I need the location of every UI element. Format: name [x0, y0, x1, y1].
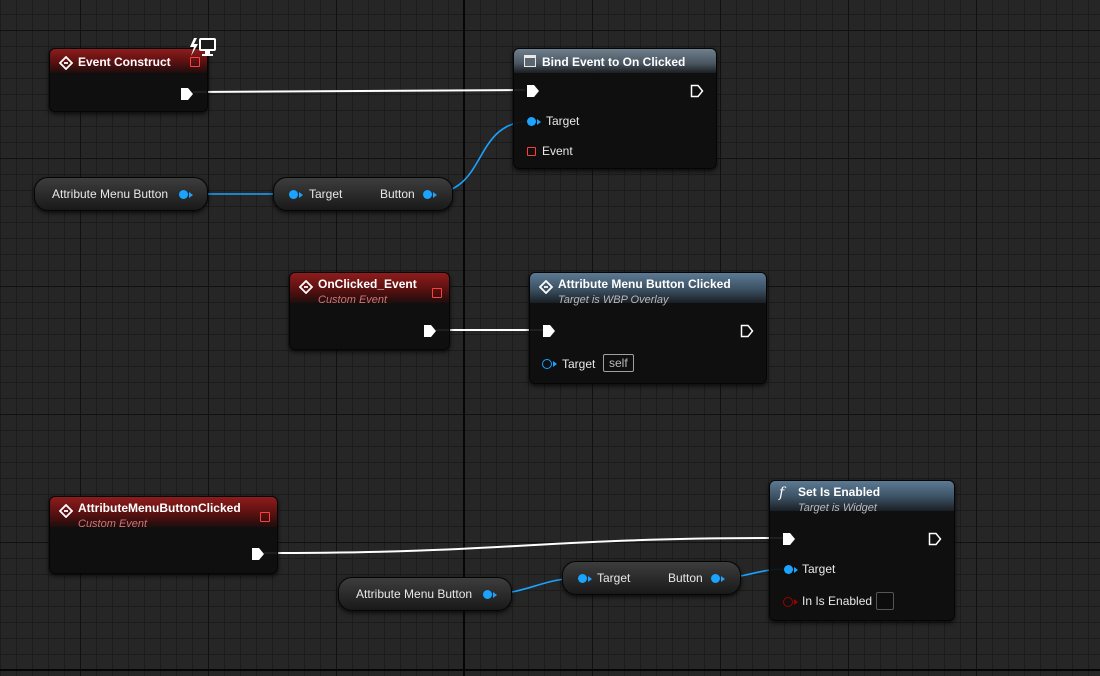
attribute-menu-button-variable-node[interactable]: Attribute Menu Button: [338, 577, 512, 611]
target-pin-label: Target: [309, 187, 343, 201]
button-out-pin[interactable]: [423, 190, 432, 199]
exec-out-pin[interactable]: [740, 324, 754, 338]
event-diamond-icon: [539, 280, 553, 294]
lightning-monitor-icon: [190, 38, 216, 56]
delegate-pin[interactable]: [260, 512, 270, 522]
object-out-pin[interactable]: [483, 590, 492, 599]
in-is-enabled-pin[interactable]: [783, 597, 793, 607]
exec-wire-construct-bind: [192, 89, 526, 93]
node-subtitle: Target is Widget: [798, 502, 877, 514]
target-pin[interactable]: [784, 565, 793, 574]
set-is-enabled-node[interactable]: f Set Is Enabled Target is Widget Target…: [769, 480, 955, 621]
pin-arrow: [553, 361, 557, 367]
exec-wire-event-setenabled: [263, 537, 786, 554]
pin-arrow: [433, 192, 437, 198]
pin-arrow: [537, 119, 541, 125]
event-diamond-icon: [59, 56, 73, 70]
pin-arrow: [588, 576, 592, 582]
pin-arrow: [493, 592, 497, 598]
event-pin-label: Event: [542, 144, 573, 158]
attribute-menu-button-variable-node[interactable]: Attribute Menu Button: [34, 177, 208, 211]
get-button-node[interactable]: Target Button: [273, 177, 453, 211]
target-pin[interactable]: [542, 359, 552, 369]
button-pin-label: Button: [380, 187, 415, 201]
exec-in-pin[interactable]: [542, 324, 556, 338]
exec-in-pin[interactable]: [526, 84, 540, 98]
pin-arrow: [299, 192, 303, 198]
bind-event-node[interactable]: Bind Event to On Clicked Target Event: [513, 48, 717, 169]
button-out-pin[interactable]: [711, 574, 720, 583]
target-pin-label: Target: [597, 571, 631, 585]
widget-window-icon: [524, 55, 536, 67]
target-pin-label: Target: [546, 114, 580, 128]
attribute-menu-button-clicked-event-node[interactable]: AttributeMenuButtonClicked Custom Event: [49, 496, 278, 574]
delegate-pin[interactable]: [190, 57, 200, 67]
node-subtitle: Target is WBP Overlay: [558, 294, 669, 306]
node-subtitle: Custom Event: [78, 518, 148, 530]
in-is-enabled-checkbox[interactable]: [876, 592, 894, 610]
target-default-value[interactable]: self: [603, 354, 634, 372]
exec-out-pin[interactable]: [180, 87, 194, 101]
exec-out-pin[interactable]: [251, 547, 265, 561]
delegate-pin[interactable]: [432, 288, 442, 298]
node-title: AttributeMenuButtonClicked: [78, 501, 241, 515]
pin-arrow: [794, 599, 798, 605]
node-title: Set Is Enabled: [798, 485, 881, 499]
pin-arrow: [794, 567, 798, 573]
graph-origin-horizontal-line: [0, 669, 1100, 671]
event-construct-node[interactable]: Event Construct: [49, 48, 208, 112]
exec-in-pin[interactable]: [782, 532, 796, 546]
target-in-pin[interactable]: [289, 190, 298, 199]
target-pin-label: Target: [802, 562, 836, 576]
exec-out-pin[interactable]: [928, 532, 942, 546]
onclicked-event-node[interactable]: OnClicked_Event Custom Event: [289, 272, 450, 350]
get-button-node[interactable]: Target Button: [562, 561, 741, 595]
pin-arrow: [721, 576, 725, 582]
target-in-pin[interactable]: [578, 574, 587, 583]
event-diamond-icon: [299, 280, 313, 294]
attribute-menu-button-clicked-call-node[interactable]: Attribute Menu Button Clicked Target is …: [529, 272, 767, 384]
in-is-enabled-pin-label: In Is Enabled: [802, 594, 873, 608]
pin-arrow: [189, 192, 193, 198]
target-pin-label: Target: [562, 357, 596, 371]
exec-out-pin[interactable]: [423, 324, 437, 338]
button-pin-label: Button: [668, 571, 703, 585]
node-title: Event Construct: [78, 55, 171, 69]
graph-origin-vertical-line: [463, 0, 465, 676]
variable-label: Attribute Menu Button: [356, 587, 473, 601]
event-diamond-icon: [59, 504, 73, 518]
function-f-icon: f: [779, 485, 785, 501]
event-delegate-pin[interactable]: [527, 147, 536, 156]
object-out-pin[interactable]: [179, 190, 188, 199]
exec-out-pin[interactable]: [690, 84, 704, 98]
variable-label: Attribute Menu Button: [52, 187, 169, 201]
node-title: Bind Event to On Clicked: [542, 55, 686, 69]
target-pin[interactable]: [527, 117, 536, 126]
node-title: Attribute Menu Button Clicked: [558, 277, 731, 291]
node-title: OnClicked_Event: [318, 277, 417, 291]
node-subtitle: Custom Event: [318, 294, 388, 306]
